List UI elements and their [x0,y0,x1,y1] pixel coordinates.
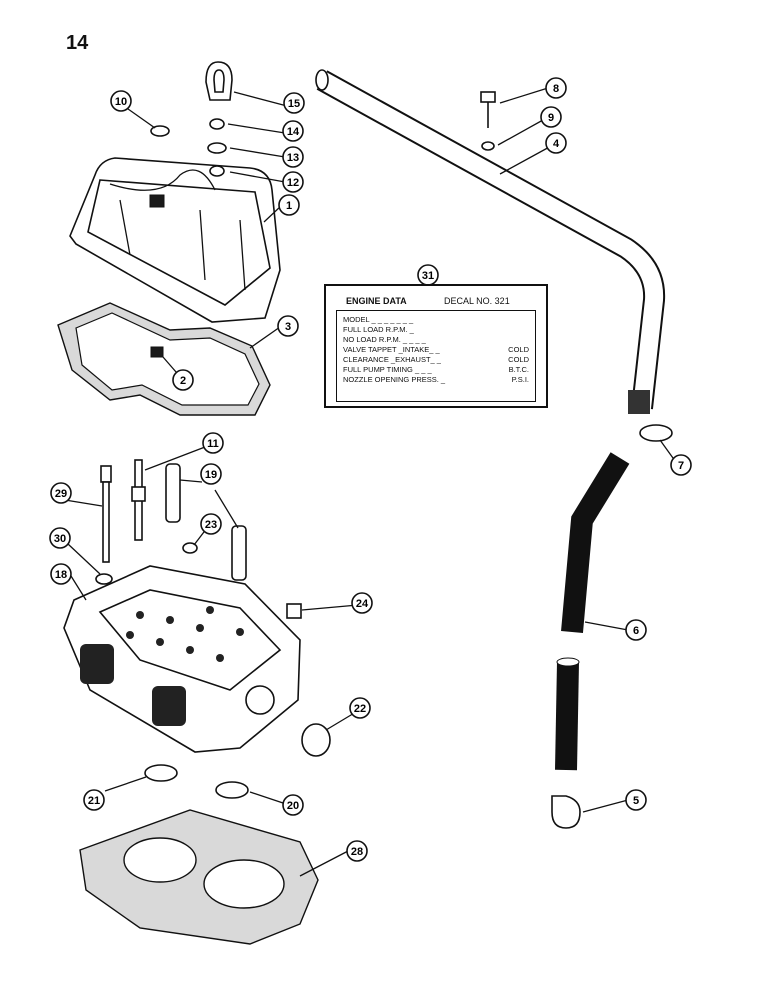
decal-data-table: MODEL _ _ _ _ _ _ _ FULL LOAD R.P.M. _ N… [336,310,536,402]
decal-row: FULL LOAD R.P.M. _ [343,325,414,334]
callout-7: 7 [670,454,692,476]
nut-14 [209,118,225,130]
bolt-8-head [480,91,496,103]
svg-text:18: 18 [55,569,67,581]
washer-9 [481,141,495,151]
svg-text:24: 24 [356,598,369,610]
hose-clamp-7 [639,424,673,442]
cylinder-head [63,565,301,753]
svg-text:10: 10 [115,96,127,108]
breather-tube [315,69,666,414]
svg-text:21: 21 [88,795,100,807]
svg-text:6: 6 [633,625,639,637]
callout-12: 12 [282,171,304,193]
leader-lines [64,87,679,877]
callout-21: 21 [83,789,105,811]
svg-text:28: 28 [351,846,363,858]
svg-text:11: 11 [207,438,219,450]
callout-31: 31 [417,264,439,286]
callout-4: 4 [545,132,567,154]
svg-text:9: 9 [548,112,554,124]
washer-30 [95,573,113,585]
callout-24: 24 [351,592,373,614]
washer-12 [209,165,225,177]
callout-22: 22 [349,697,371,719]
svg-text:12: 12 [287,177,299,189]
svg-text:22: 22 [354,703,366,715]
callout-10: 10 [110,90,132,112]
callout-14: 14 [282,120,304,142]
bolt-29 [102,481,110,563]
washer-10 [150,125,170,137]
callout-20: 20 [282,794,304,816]
page-number: 14 [66,32,89,54]
decal-row: NO LOAD R.P.M. _ _ _ _ [343,335,426,344]
callout-6: 6 [625,619,647,641]
callout-11: 11 [202,432,224,454]
nut-2 [150,346,164,358]
plug-23 [182,542,198,554]
callout-19: 19 [200,463,222,485]
bolt-29-head [100,465,112,483]
valve-cover [69,157,281,323]
svg-text:7: 7 [678,460,684,472]
callout-8: 8 [545,77,567,99]
callout-18: 18 [50,563,72,585]
callout-2: 2 [172,369,194,391]
svg-text:3: 3 [285,321,291,333]
insert-21 [144,764,178,782]
callout-28: 28 [346,840,368,862]
decal-title: ENGINE DATA [346,296,407,306]
decal-number: DECAL NO. 321 [444,296,510,306]
hose-6-upper [561,452,630,633]
lifting-eye [205,61,233,101]
seal-ring-22 [301,723,331,757]
svg-text:14: 14 [287,126,300,138]
valve-guide-19b [231,525,247,581]
callout-13: 13 [282,146,304,168]
decal-row: CLEARANCE _EXHAUST_ _COLD [343,355,529,364]
decal-row: MODEL _ _ _ _ _ _ _ [343,315,414,324]
svg-text:13: 13 [287,152,299,164]
svg-text:15: 15 [288,98,300,110]
svg-text:1: 1 [286,200,292,212]
callout-5: 5 [625,789,647,811]
svg-text:8: 8 [553,83,559,95]
callout-29: 29 [50,482,72,504]
engine-data-decal: ENGINE DATA DECAL NO. 321 MODEL _ _ _ _ … [324,284,548,408]
insert-20 [215,781,249,799]
svg-text:2: 2 [180,375,186,387]
callout-30: 30 [49,527,71,549]
svg-text:5: 5 [633,795,639,807]
decal-row: VALVE TAPPET _INTAKE_ _COLD [343,345,529,354]
svg-text:23: 23 [205,519,217,531]
hose-clip-5 [551,795,581,829]
washer-13 [207,142,227,154]
callout-9: 9 [540,106,562,128]
callout-23: 23 [200,513,222,535]
hose-6-lower [555,661,579,771]
svg-text:4: 4 [553,138,560,150]
decal-row: NOZZLE OPENING PRESS. _P.S.I. [343,375,529,384]
head-gasket [79,809,319,945]
valve-guide-19a [165,463,181,523]
callout-15: 15 [283,92,305,114]
callout-1: 1 [278,194,300,216]
svg-text:29: 29 [55,488,67,500]
svg-text:30: 30 [54,533,66,545]
svg-text:31: 31 [422,270,434,282]
svg-text:20: 20 [287,800,299,812]
callout-3: 3 [277,315,299,337]
decal-row: FULL PUMP TIMING _ _ _B.T.C. [343,365,529,374]
svg-text:19: 19 [205,469,217,481]
plug-24 [286,603,302,619]
